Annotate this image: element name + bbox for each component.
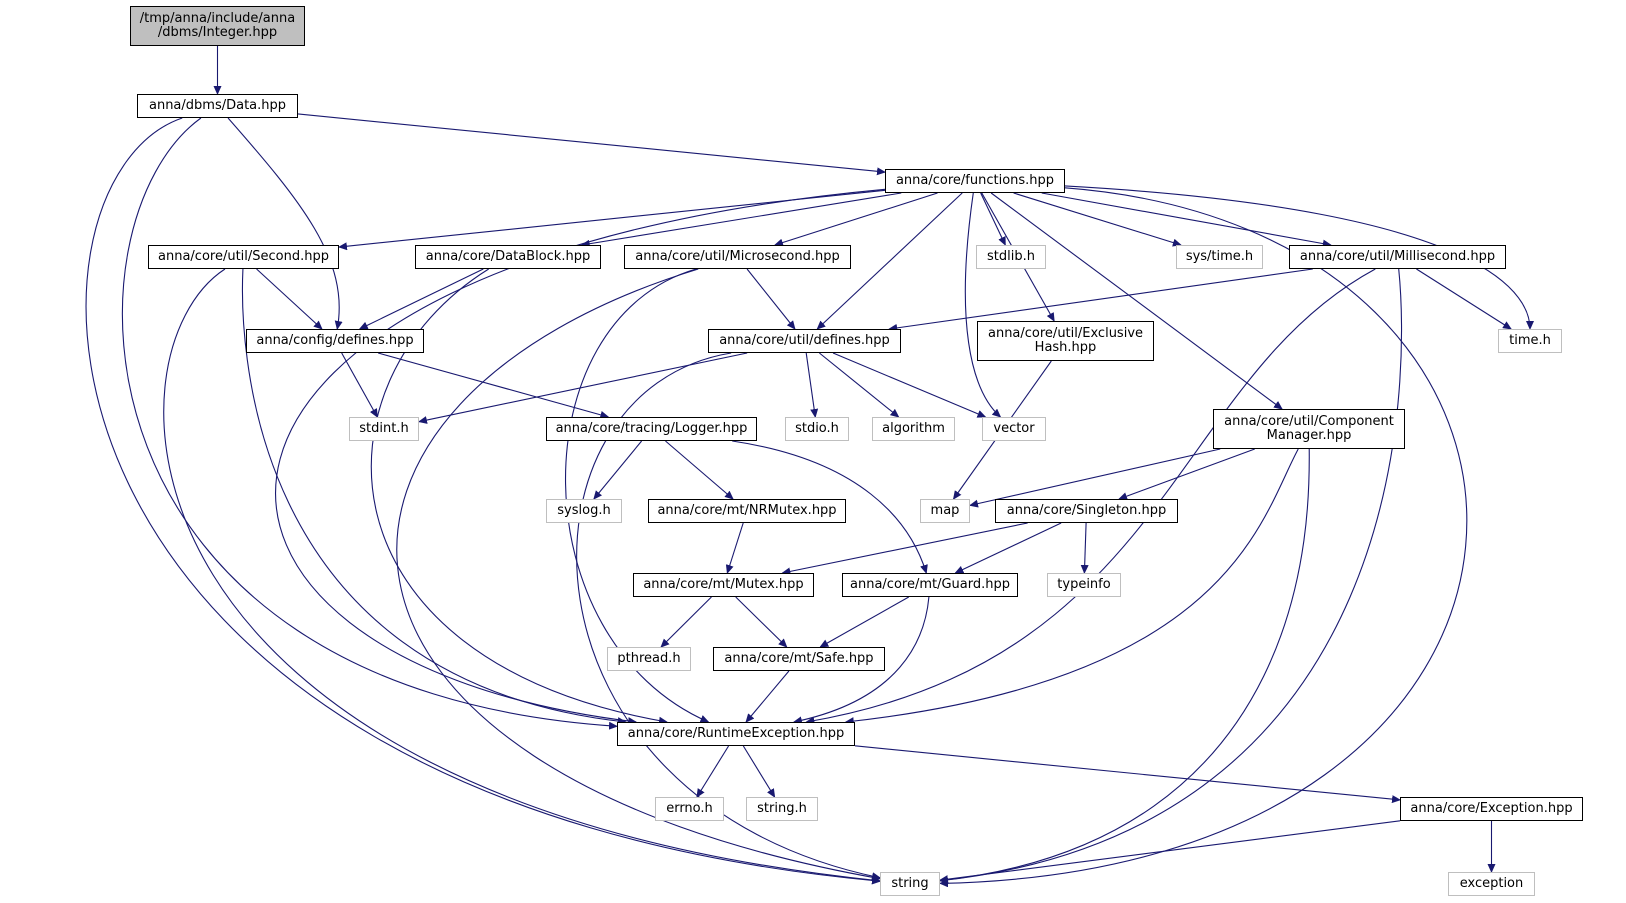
edge-functions-to-vector <box>964 192 1002 418</box>
edge-millisecond-to-timeh <box>1416 268 1512 330</box>
node-typeinfo[interactable]: typeinfo <box>1047 573 1121 597</box>
edge-runtimeexception-to-exception_hpp <box>854 745 1401 804</box>
edge-functions-to-utildefines <box>816 192 963 330</box>
edge-utildefines-to-string <box>576 352 881 881</box>
edge-microsecond-to-string <box>396 268 881 882</box>
edge-utildefines-to-stdio <box>805 352 819 418</box>
node-logger-hpp[interactable]: anna/core/tracing/Logger.hpp <box>546 417 757 441</box>
node-algorithm[interactable]: algorithm <box>872 417 955 441</box>
edge-functions-to-datablock <box>580 192 902 248</box>
edge-runtimeexception-to-errno <box>696 745 730 798</box>
edge-mutex-to-safe <box>735 596 788 648</box>
node-millisecond-hpp[interactable]: anna/core/util/Millisecond.hpp <box>1289 245 1506 269</box>
node-guard-hpp[interactable]: anna/core/mt/Guard.hpp <box>842 573 1018 597</box>
node-pthread-h[interactable]: pthread.h <box>607 647 691 671</box>
edge-millisecond-to-string <box>939 268 1403 884</box>
node-datablock-hpp[interactable]: anna/core/DataBlock.hpp <box>415 245 601 269</box>
edge-second-to-string <box>163 268 881 885</box>
node-second-hpp[interactable]: anna/core/util/Second.hpp <box>148 245 339 269</box>
node-string[interactable]: string <box>880 872 940 896</box>
edge-componentmanager-to-runtimeexception <box>844 448 1299 726</box>
edges <box>85 46 1534 888</box>
edge-functions-to-microsecond <box>774 192 938 247</box>
edge-data-to-runtimeexception <box>121 117 618 730</box>
edge-functions-to-millisecond <box>1041 192 1332 248</box>
node-errno-h[interactable]: errno.h <box>655 797 724 821</box>
edge-utildefines-to-stdint <box>418 352 748 424</box>
edge-nrmutex-to-mutex <box>725 522 744 574</box>
edge-componentmanager-to-singleton <box>1118 448 1255 500</box>
edge-guard-to-runtimeexception <box>792 596 930 725</box>
node-stdio-h[interactable]: stdio.h <box>785 417 849 441</box>
edge-functions-to-string <box>939 187 1468 888</box>
node-vector[interactable]: vector <box>982 417 1046 441</box>
edge-logger-to-guard <box>732 440 928 574</box>
edge-mutex-to-pthread <box>660 596 712 648</box>
node-runtimeexception-hpp[interactable]: anna/core/RuntimeException.hpp <box>617 722 855 746</box>
edge-millisecond-to-utildefines <box>888 268 1313 332</box>
node-mutex-hpp[interactable]: anna/core/mt/Mutex.hpp <box>633 573 814 597</box>
edge-datablock-to-configdefines <box>358 268 484 330</box>
edge-guard-to-safe <box>819 596 910 648</box>
edge-microsecond-to-runtimeexception <box>565 268 710 723</box>
edge-logger-to-nrmutex <box>665 440 734 500</box>
node-integer-hpp[interactable]: /tmp/anna/include/anna /dbms/Integer.hpp <box>130 6 305 46</box>
node-util-defines-hpp[interactable]: anna/core/util/defines.hpp <box>708 329 901 353</box>
edge-singleton-to-mutex <box>781 522 1028 576</box>
edge-data-to-configdefines <box>227 117 343 330</box>
node-time-h[interactable]: time.h <box>1498 329 1562 353</box>
node-data-hpp[interactable]: anna/dbms/Data.hpp <box>137 94 298 118</box>
edge-second-to-runtimeexception <box>241 268 627 726</box>
node-safe-hpp[interactable]: anna/core/mt/Safe.hpp <box>713 647 885 671</box>
node-singleton-hpp[interactable]: anna/core/Singleton.hpp <box>995 499 1178 523</box>
node-sys-time-h[interactable]: sys/time.h <box>1176 245 1263 269</box>
edge-data-to-string <box>85 117 881 885</box>
edge-datablock-to-runtimeexception <box>370 268 668 725</box>
node-stdlib-h[interactable]: stdlib.h <box>976 245 1046 269</box>
edge-componentmanager-to-map <box>969 448 1221 508</box>
node-componentmanager-hpp[interactable]: anna/core/util/Component Manager.hpp <box>1213 409 1405 449</box>
edge-configdefines-to-stdint <box>341 352 378 418</box>
edge-configdefines-to-logger <box>378 352 610 419</box>
node-exclusivehash-hpp[interactable]: anna/core/util/Exclusive Hash.hpp <box>977 321 1154 361</box>
edge-functions-to-systime <box>1013 192 1182 247</box>
edge-functions-to-stdlib <box>980 192 1006 246</box>
node-stdint-h[interactable]: stdint.h <box>349 417 419 441</box>
edge-singleton-to-guard <box>954 522 1062 574</box>
edge-second-to-configdefines <box>256 268 323 330</box>
node-string-h[interactable]: string.h <box>746 797 818 821</box>
node-microsecond-hpp[interactable]: anna/core/util/Microsecond.hpp <box>624 245 851 269</box>
edge-safe-to-runtimeexception <box>745 670 790 723</box>
node-exception[interactable]: exception <box>1448 872 1535 896</box>
edge-componentmanager-to-string <box>939 448 1310 884</box>
edge-singleton-to-typeinfo <box>1080 522 1089 574</box>
edge-functions-to-runtimeexception <box>275 188 886 726</box>
node-nrmutex-hpp[interactable]: anna/core/mt/NRMutex.hpp <box>648 499 846 523</box>
node-config-defines-hpp[interactable]: anna/config/defines.hpp <box>246 329 424 353</box>
edge-data-to-functions <box>297 113 886 176</box>
edge-runtimeexception-to-stringh <box>742 745 776 798</box>
edge-microsecond-to-utildefines <box>746 268 796 330</box>
node-syslog-h[interactable]: syslog.h <box>546 499 622 523</box>
node-functions-hpp[interactable]: anna/core/functions.hpp <box>885 169 1065 193</box>
node-exception-hpp[interactable]: anna/core/Exception.hpp <box>1400 797 1583 821</box>
node-map[interactable]: map <box>920 499 970 523</box>
edge-logger-to-syslog <box>593 440 643 500</box>
edge-utildefines-to-vector <box>832 352 987 418</box>
edge-utildefines-to-algorithm <box>819 352 900 418</box>
edge-functions-to-componentmanager <box>990 192 1283 410</box>
edge-exception_hpp-to-string <box>939 820 1401 884</box>
